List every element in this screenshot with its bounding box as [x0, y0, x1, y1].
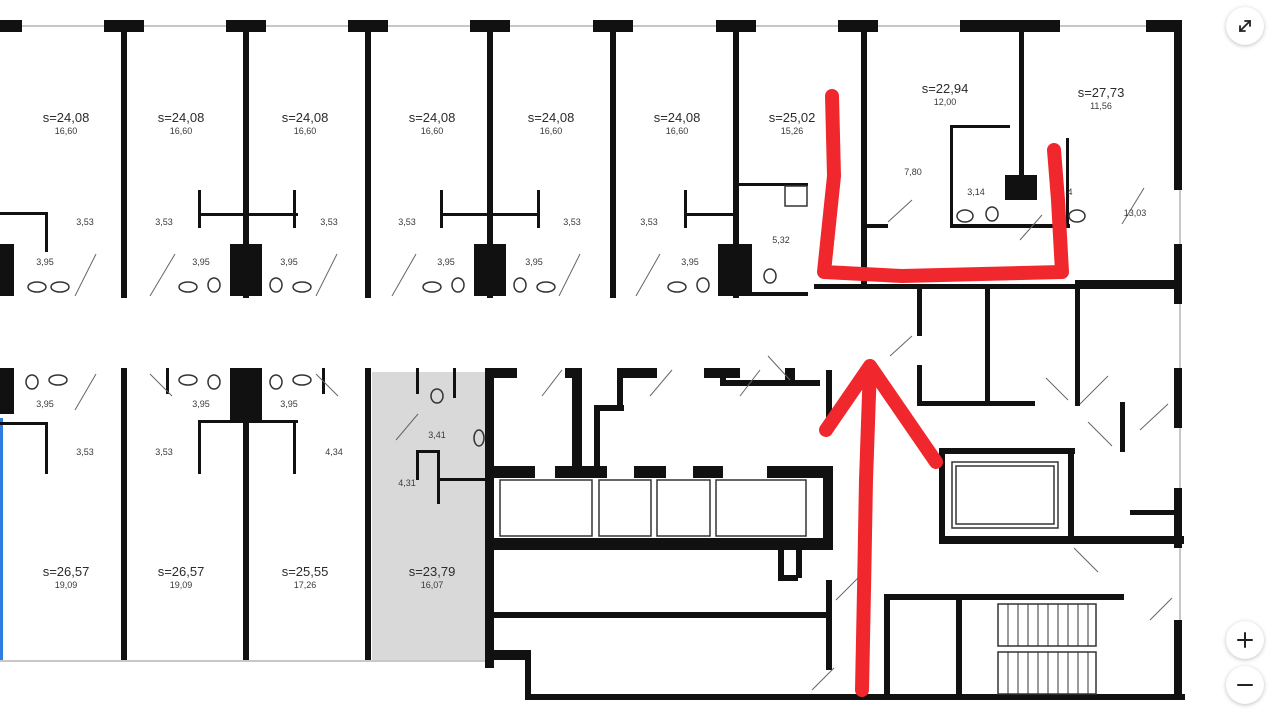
- room-area: 3,95: [280, 257, 298, 267]
- room-area: 3,53: [640, 217, 658, 227]
- bottom-row-labels: s=26,57 19,09 s=26,57 19,09 s=25,55 17,2…: [43, 564, 456, 590]
- room-area: 3,95: [437, 257, 455, 267]
- unit-area: s=24,08: [654, 110, 701, 125]
- annotation-marks: [817, 89, 1069, 697]
- room-area: 3,14: [967, 187, 985, 197]
- unit-living: 16,60: [666, 126, 689, 136]
- unit-living: 16,60: [294, 126, 317, 136]
- annotation-arrow: [819, 359, 943, 697]
- unit-area: s=24,08: [158, 110, 205, 125]
- room-area: 3,95: [525, 257, 543, 267]
- unit-area: s=22,94: [922, 81, 969, 96]
- unit-area: s=23,79: [409, 564, 456, 579]
- unit-living: 16,60: [170, 126, 193, 136]
- unit-area: s=24,08: [409, 110, 456, 125]
- unit-area: s=25,02: [769, 110, 816, 125]
- unit-area: s=24,08: [43, 110, 90, 125]
- room-area: 3,53: [76, 447, 94, 457]
- room-labels: 3,53 3,53 3,53 3,53 3,53 3,53 3,95 3,95 …: [36, 167, 1146, 488]
- unit-living: 19,09: [55, 580, 78, 590]
- unit-area: s=24,08: [282, 110, 329, 125]
- unit-living: 16,07: [421, 580, 444, 590]
- room-area: 3,53: [320, 217, 338, 227]
- unit-area: s=24,08: [528, 110, 575, 125]
- room-area: 4: [1067, 187, 1072, 197]
- unit-area: s=26,57: [158, 564, 205, 579]
- room-area: 3,53: [155, 217, 173, 227]
- room-area: 3,95: [36, 257, 54, 267]
- door-swings: [74, 187, 1173, 691]
- expand-icon: [1239, 20, 1251, 32]
- expand-button[interactable]: [1226, 7, 1264, 45]
- unit-area: s=25,55: [282, 564, 329, 579]
- selected-unit-fill[interactable]: [372, 372, 485, 660]
- unit-living: 16,60: [421, 126, 444, 136]
- room-area: 3,95: [36, 399, 54, 409]
- stairs: [1007, 604, 1089, 694]
- walls: [0, 20, 1185, 700]
- minus-icon: [1237, 684, 1253, 686]
- room-area: 3,95: [280, 399, 298, 409]
- unit-living: 16,60: [55, 126, 78, 136]
- zoom-in-button[interactable]: [1226, 621, 1264, 659]
- room-area: 4,31: [398, 478, 416, 488]
- selected-unit-left-edge: [0, 418, 3, 662]
- unit-area: s=26,57: [43, 564, 90, 579]
- plus-icon: [1237, 632, 1253, 648]
- annotation-bracket: [817, 89, 1069, 283]
- room-area: 5,32: [772, 235, 790, 245]
- zoom-out-button[interactable]: [1226, 666, 1264, 704]
- room-area: 3,53: [76, 217, 94, 227]
- top-row-labels: s=24,08 16,60 s=24,08 16,60 s=24,08 16,6…: [43, 81, 1125, 136]
- unit-living: 19,09: [170, 580, 193, 590]
- room-area: 3,53: [398, 217, 416, 227]
- room-area: 3,95: [192, 257, 210, 267]
- room-area: 3,41: [428, 430, 446, 440]
- room-area: 7,80: [904, 167, 922, 177]
- room-area: 3,95: [681, 257, 699, 267]
- room-area: 4,34: [325, 447, 343, 457]
- unit-area: s=27,73: [1078, 85, 1125, 100]
- room-area: 3,53: [563, 217, 581, 227]
- unit-living: 17,26: [294, 580, 317, 590]
- room-area: 3,95: [192, 399, 210, 409]
- room-area: 3,53: [155, 447, 173, 457]
- unit-living: 11,56: [1090, 101, 1112, 111]
- unit-living: 12,00: [934, 97, 957, 107]
- unit-living: 15,26: [781, 126, 804, 136]
- unit-living: 16,60: [540, 126, 563, 136]
- room-area: 13,03: [1124, 208, 1147, 218]
- fixtures: [25, 185, 1097, 695]
